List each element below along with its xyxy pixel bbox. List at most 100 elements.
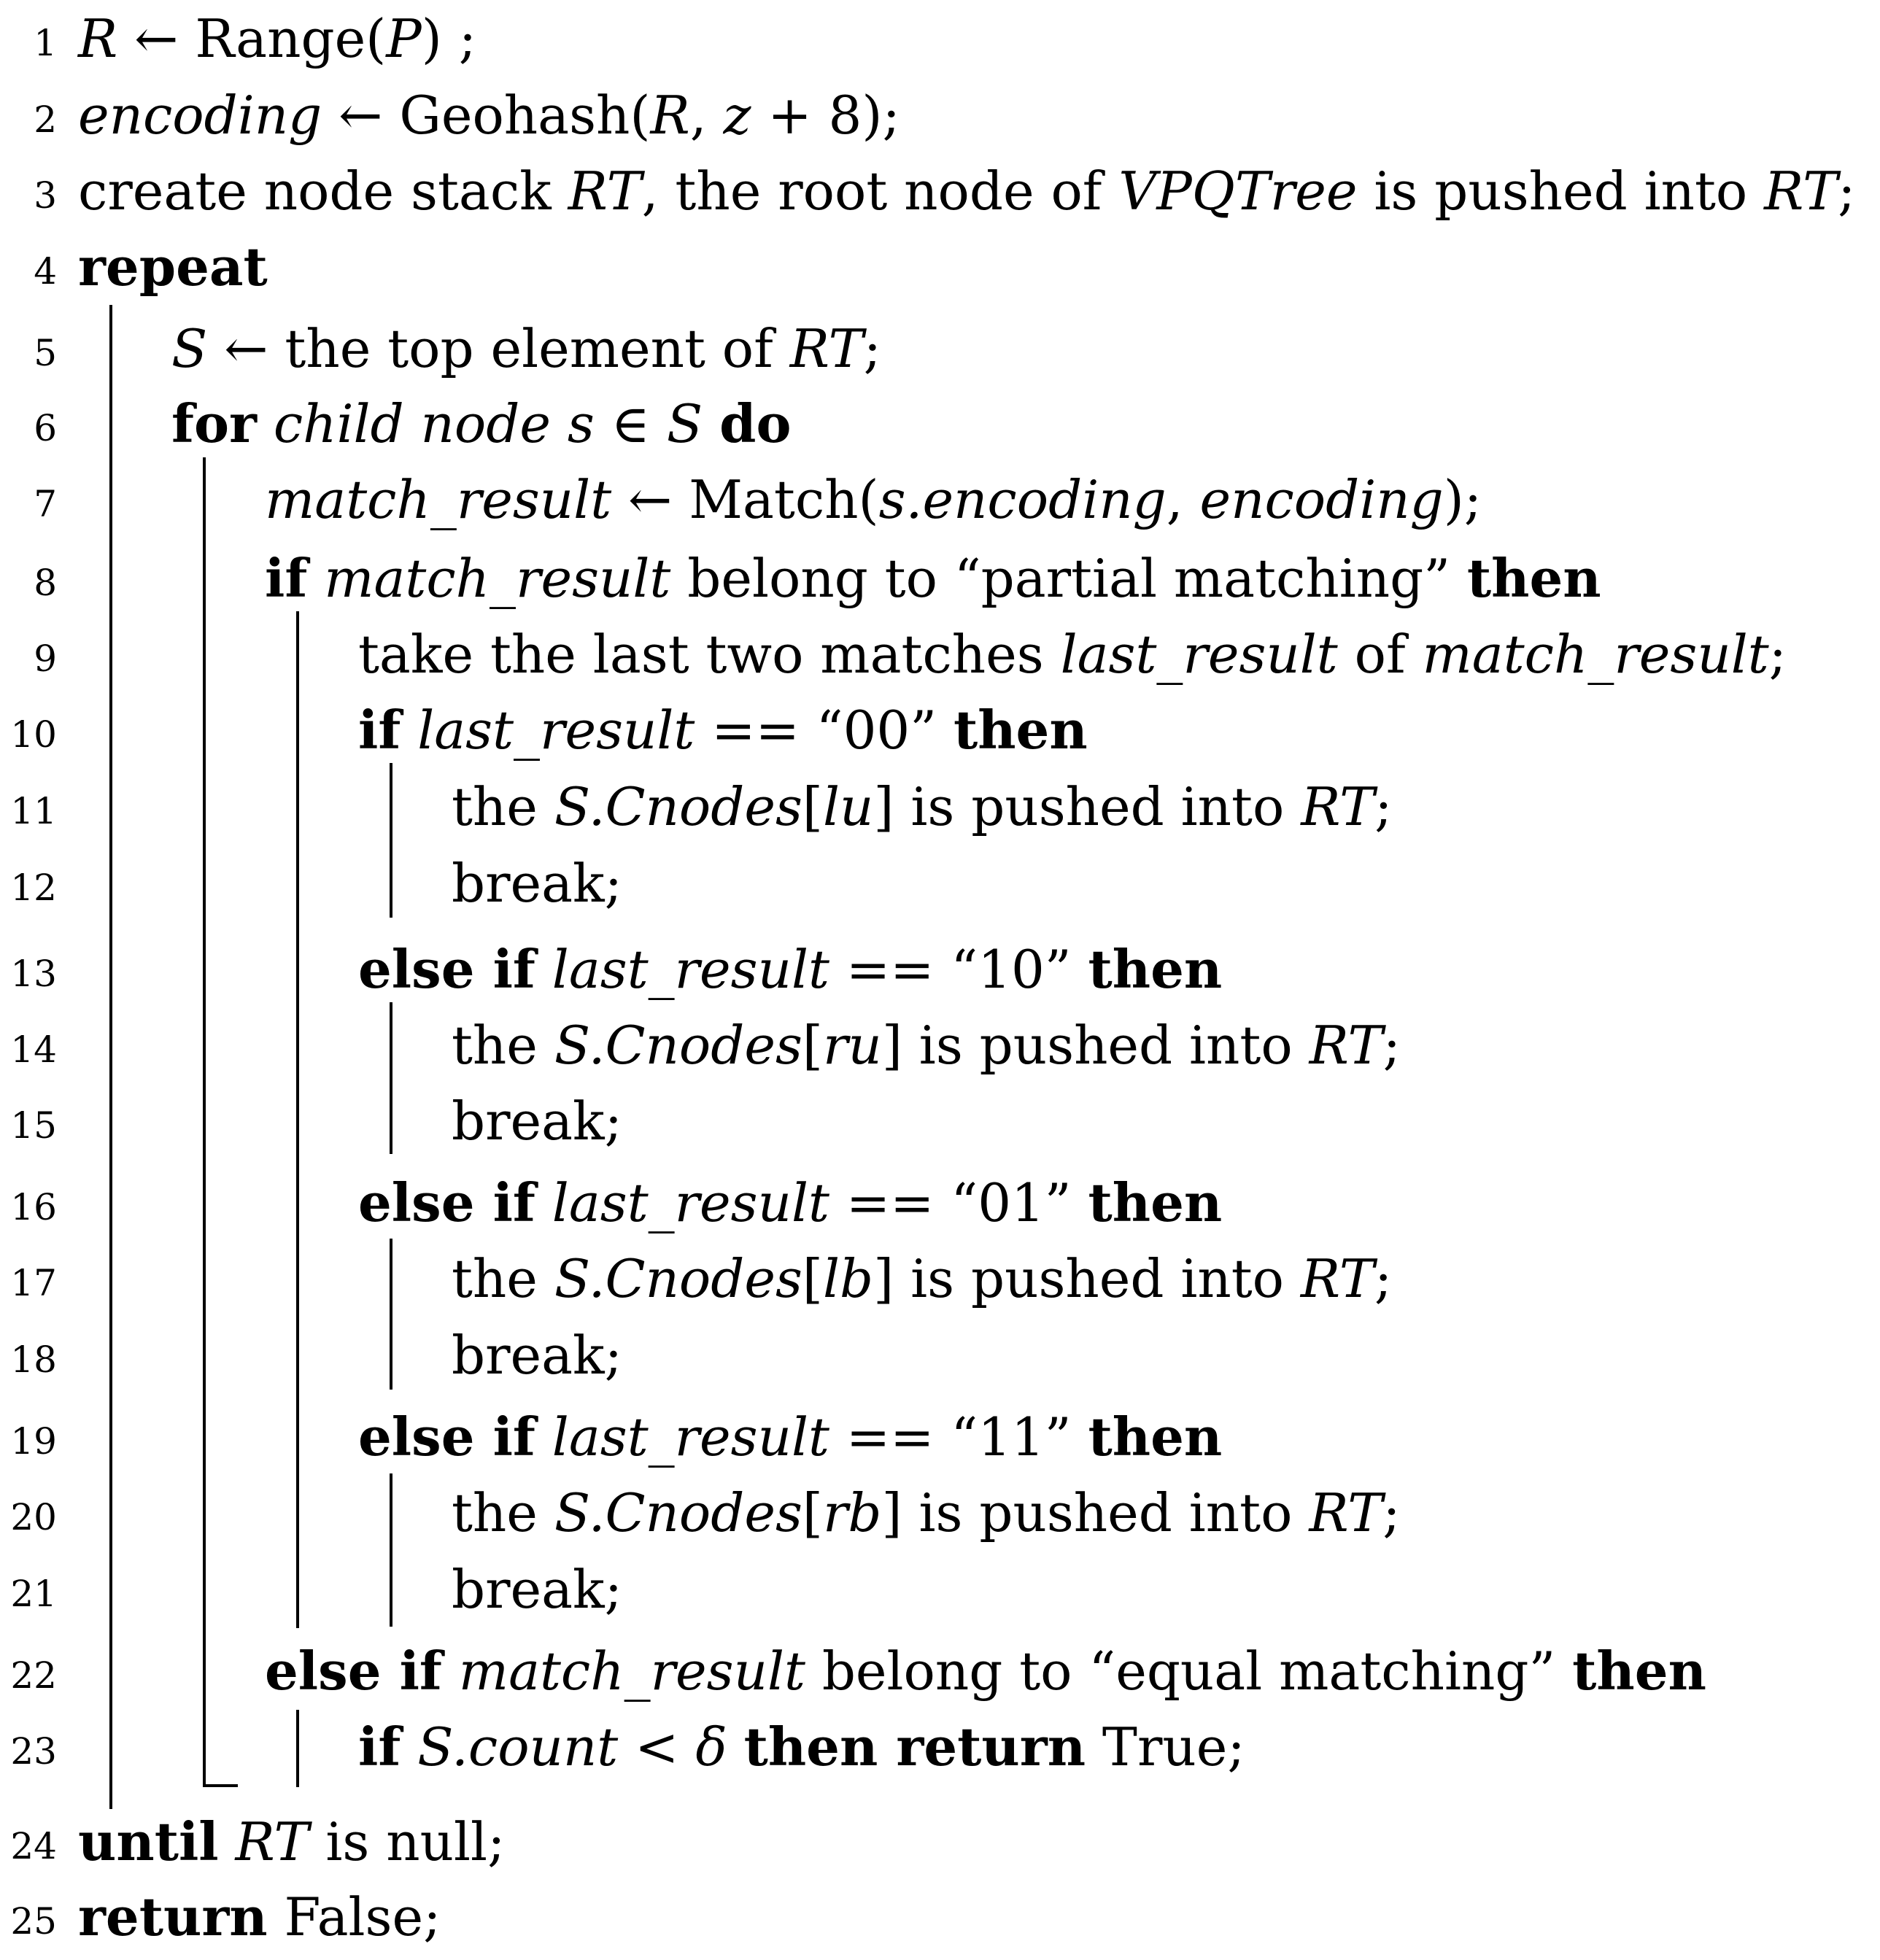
if-11-block-bar xyxy=(390,1473,392,1627)
line-code: if match_result belong to “partial match… xyxy=(265,540,1601,617)
code-text: ← Range( xyxy=(117,8,387,69)
math-identifier: last_result xyxy=(552,939,829,1000)
math-identifier: S.Cnodes xyxy=(554,1248,802,1309)
line-number: 23 xyxy=(10,1730,57,1773)
line-number: 21 xyxy=(10,1573,57,1615)
math-identifier: match_result xyxy=(265,469,612,530)
line-number: 8 xyxy=(34,562,57,604)
code-text: the xyxy=(452,1248,554,1309)
line-code: take the last two matches last_result of… xyxy=(358,616,1787,693)
code-text: ; xyxy=(1374,776,1393,837)
code-text: the xyxy=(452,1015,554,1076)
math-identifier: last_result xyxy=(552,1172,829,1233)
code-text xyxy=(535,1172,552,1233)
code-text: , the root node of xyxy=(641,160,1119,222)
keyword: until xyxy=(78,1810,219,1872)
line-number: 22 xyxy=(10,1654,57,1697)
code-text: is pushed into xyxy=(1357,160,1765,222)
line-number: 11 xyxy=(10,790,57,832)
line-code: the S.Cnodes[rb] is pushed into RT; xyxy=(452,1474,1401,1552)
line-code: break; xyxy=(452,1082,622,1160)
math-identifier: RT xyxy=(789,318,864,379)
code-text xyxy=(219,1811,236,1872)
line-number: 4 xyxy=(34,250,57,293)
line-code: return False; xyxy=(78,1878,441,1956)
keyword: else if xyxy=(358,1171,535,1233)
line-number: 9 xyxy=(34,638,57,680)
code-text: == “11” xyxy=(829,1406,1088,1468)
line-number: 15 xyxy=(10,1104,57,1147)
math-identifier: last_result xyxy=(1060,624,1338,685)
code-text: ; xyxy=(1374,1248,1393,1309)
keyword: if xyxy=(358,699,401,761)
keyword: then xyxy=(1088,1171,1223,1233)
math-identifier: lu xyxy=(823,776,874,837)
line-number: 20 xyxy=(10,1496,57,1538)
math-identifier: match_result xyxy=(324,548,671,609)
line-code: the S.Cnodes[ru] is pushed into RT; xyxy=(452,1007,1401,1084)
math-identifier: RT xyxy=(1309,1482,1383,1543)
line-code: for child node s ∈ S do xyxy=(171,385,791,462)
line-code: match_result ← Match(s.encoding, encodin… xyxy=(265,461,1482,538)
keyword: then xyxy=(1088,1406,1223,1468)
if-10-block-bar xyxy=(390,1002,392,1154)
code-text xyxy=(442,1641,459,1702)
code-text: ] is pushed into xyxy=(873,1248,1301,1309)
math-identifier: δ xyxy=(695,1716,727,1778)
algorithm-line: 2 encoding ← Geohash(R, z + 8); xyxy=(0,77,1880,154)
math-identifier: S.count xyxy=(417,1716,619,1778)
code-text: break; xyxy=(452,1091,622,1152)
keyword: then xyxy=(953,699,1088,761)
code-text: ∈ xyxy=(594,393,667,454)
math-identifier: last_result xyxy=(552,1406,829,1468)
line-number: 18 xyxy=(10,1339,57,1381)
code-text: False; xyxy=(267,1886,441,1948)
code-text: , xyxy=(1166,469,1200,530)
math-identifier: RT xyxy=(1309,1015,1383,1076)
code-text: < xyxy=(618,1716,696,1778)
line-code: else if last_result == “11” then xyxy=(358,1398,1222,1476)
math-identifier: RT xyxy=(1300,1248,1374,1309)
keyword: if xyxy=(265,547,308,609)
code-text: of xyxy=(1337,624,1423,685)
line-number: 17 xyxy=(10,1262,57,1304)
line-code: if last_result == “00” then xyxy=(358,692,1088,769)
line-number: 7 xyxy=(34,483,57,525)
code-text: break; xyxy=(452,1325,622,1386)
code-text: [ xyxy=(802,1482,824,1543)
math-identifier: R xyxy=(78,8,118,69)
math-identifier: RT xyxy=(1764,160,1838,222)
code-text: create node stack xyxy=(78,160,568,222)
line-code: R ← Range(P) ; xyxy=(78,0,476,77)
math-identifier: rb xyxy=(823,1482,882,1543)
code-text: [ xyxy=(802,1015,824,1076)
line-number: 10 xyxy=(10,713,57,756)
math-identifier: child node s xyxy=(273,393,595,454)
line-number: 2 xyxy=(34,98,57,141)
algorithm-line: 20 the S.Cnodes[rb] is pushed into RT; xyxy=(0,1474,1880,1552)
math-identifier: S.Cnodes xyxy=(554,1482,802,1543)
code-text: ) ; xyxy=(421,8,476,69)
math-identifier: P xyxy=(386,8,422,69)
keyword: else if xyxy=(358,1406,535,1468)
keyword: for xyxy=(171,392,257,454)
math-identifier: z xyxy=(723,85,751,146)
line-code: else if last_result == “10” then xyxy=(358,931,1222,1008)
line-code: encoding ← Geohash(R, z + 8); xyxy=(78,77,900,154)
algorithm-line: 9 take the last two matches last_result o… xyxy=(0,616,1880,693)
line-number: 6 xyxy=(34,407,57,449)
line-number: 24 xyxy=(10,1825,57,1867)
code-text: ← the top element of xyxy=(207,318,790,379)
math-identifier: encoding xyxy=(78,85,322,146)
code-text: belong to “partial matching” xyxy=(670,548,1467,609)
